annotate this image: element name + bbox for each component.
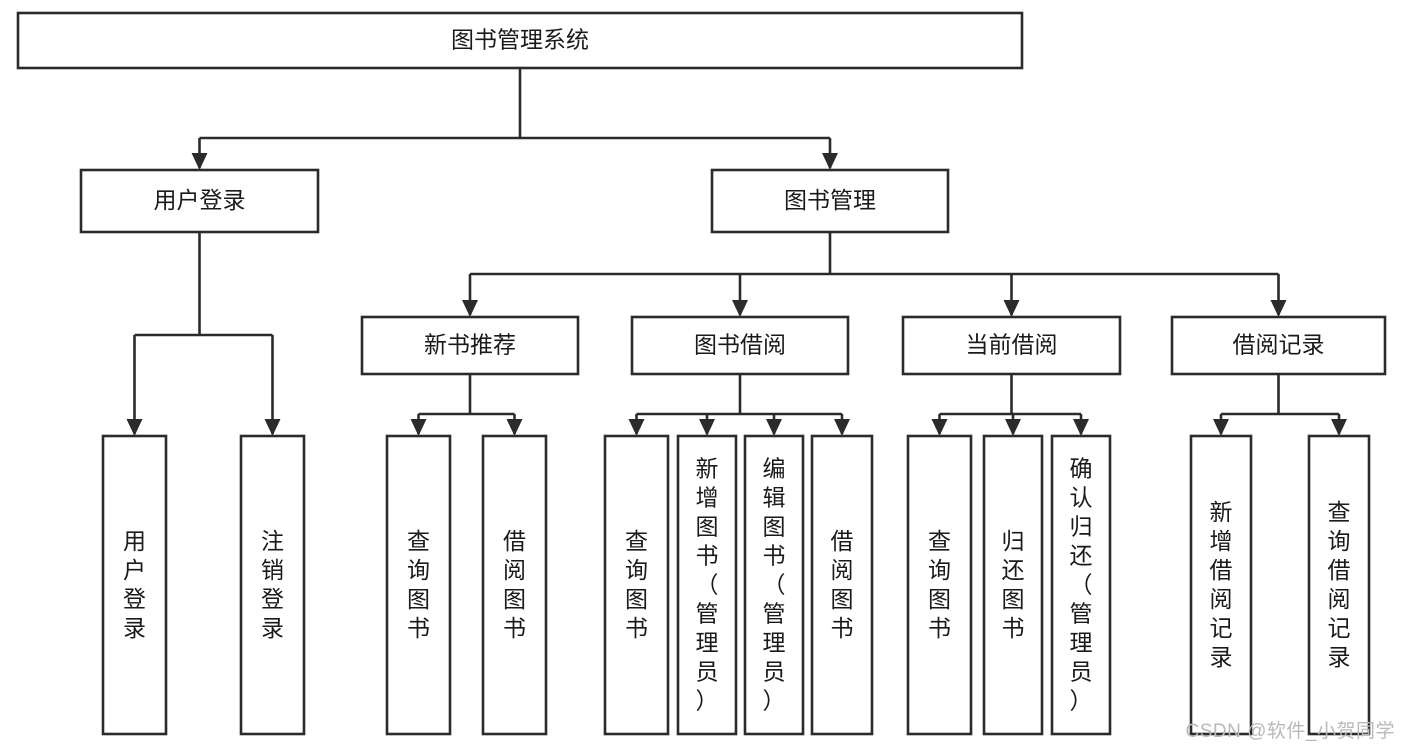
leaf-add-borrow-record-label: 新增借阅记录 [1210, 499, 1233, 670]
csdn-watermark: CSDN @软件_小贺同学 [1185, 721, 1395, 742]
leaf-query-book-3[interactable]: 查询图书 [906, 434, 973, 736]
node-root-system[interactable]: 图书管理系统 [16, 11, 1024, 70]
leaf-borrow-book-1[interactable]: 借阅图书 [481, 434, 548, 736]
leaf-logout-label: 注销登录 [261, 528, 284, 641]
leaf-borrow-book-2[interactable]: 借阅图书 [810, 434, 874, 736]
nodes-layer: 图书管理系统用户登录图书管理新书推荐图书借阅当前借阅借阅记录用户登录注销登录查询… [16, 11, 1387, 736]
leaf-edit-book-admin[interactable]: 编辑图书（管理员） [743, 434, 805, 736]
node-user-login[interactable]: 用户登录 [79, 168, 320, 234]
leaf-user-login[interactable]: 用户登录 [101, 434, 168, 736]
node-current-borrow-label: 当前借阅 [966, 332, 1058, 358]
leaf-query-book-2-label: 查询图书 [625, 528, 648, 641]
leaf-return-book[interactable]: 归还图书 [982, 434, 1044, 736]
leaf-query-book-3-label: 查询图书 [928, 528, 951, 641]
node-book-manage[interactable]: 图书管理 [710, 168, 950, 234]
leaf-borrow-book-1-label: 借阅图书 [503, 528, 526, 641]
leaf-add-book-admin[interactable]: 新增图书（管理员） [676, 434, 738, 736]
leaf-add-borrow-record[interactable]: 新增借阅记录 [1189, 434, 1253, 736]
leaf-return-book-label: 归还图书 [1002, 528, 1025, 641]
node-user-login-label: 用户登录 [154, 187, 246, 213]
node-borrow-record[interactable]: 借阅记录 [1170, 315, 1387, 376]
node-new-book-recommend-label: 新书推荐 [424, 332, 516, 358]
leaf-query-book-1[interactable]: 查询图书 [385, 434, 452, 736]
leaf-add-book-admin-label: 新增图书（管理员） [696, 456, 719, 714]
node-book-borrow-label: 图书借阅 [694, 332, 786, 358]
leaf-borrow-book-2-label: 借阅图书 [831, 528, 854, 641]
leaf-query-borrow-record[interactable]: 查询借阅记录 [1307, 434, 1371, 736]
leaf-query-borrow-record-label: 查询借阅记录 [1328, 499, 1351, 670]
leaf-edit-book-admin-label: 编辑图书（管理员） [763, 456, 786, 714]
leaf-query-book-2[interactable]: 查询图书 [603, 434, 670, 736]
leaf-query-book-1-label: 查询图书 [407, 528, 430, 641]
leaf-confirm-return-label: 确认归还（管理员） [1070, 456, 1093, 714]
node-root-system-label: 图书管理系统 [451, 27, 589, 53]
leaf-user-login-label: 用户登录 [123, 528, 146, 641]
leaf-logout[interactable]: 注销登录 [239, 434, 306, 736]
connector-edges-layer [126, 68, 1347, 436]
node-borrow-record-label: 借阅记录 [1233, 332, 1325, 358]
node-current-borrow[interactable]: 当前借阅 [901, 315, 1122, 376]
node-book-manage-label: 图书管理 [784, 187, 876, 213]
leaf-confirm-return[interactable]: 确认归还（管理员） [1050, 434, 1112, 736]
node-new-book-recommend[interactable]: 新书推荐 [360, 315, 580, 376]
node-book-borrow[interactable]: 图书借阅 [630, 315, 850, 376]
